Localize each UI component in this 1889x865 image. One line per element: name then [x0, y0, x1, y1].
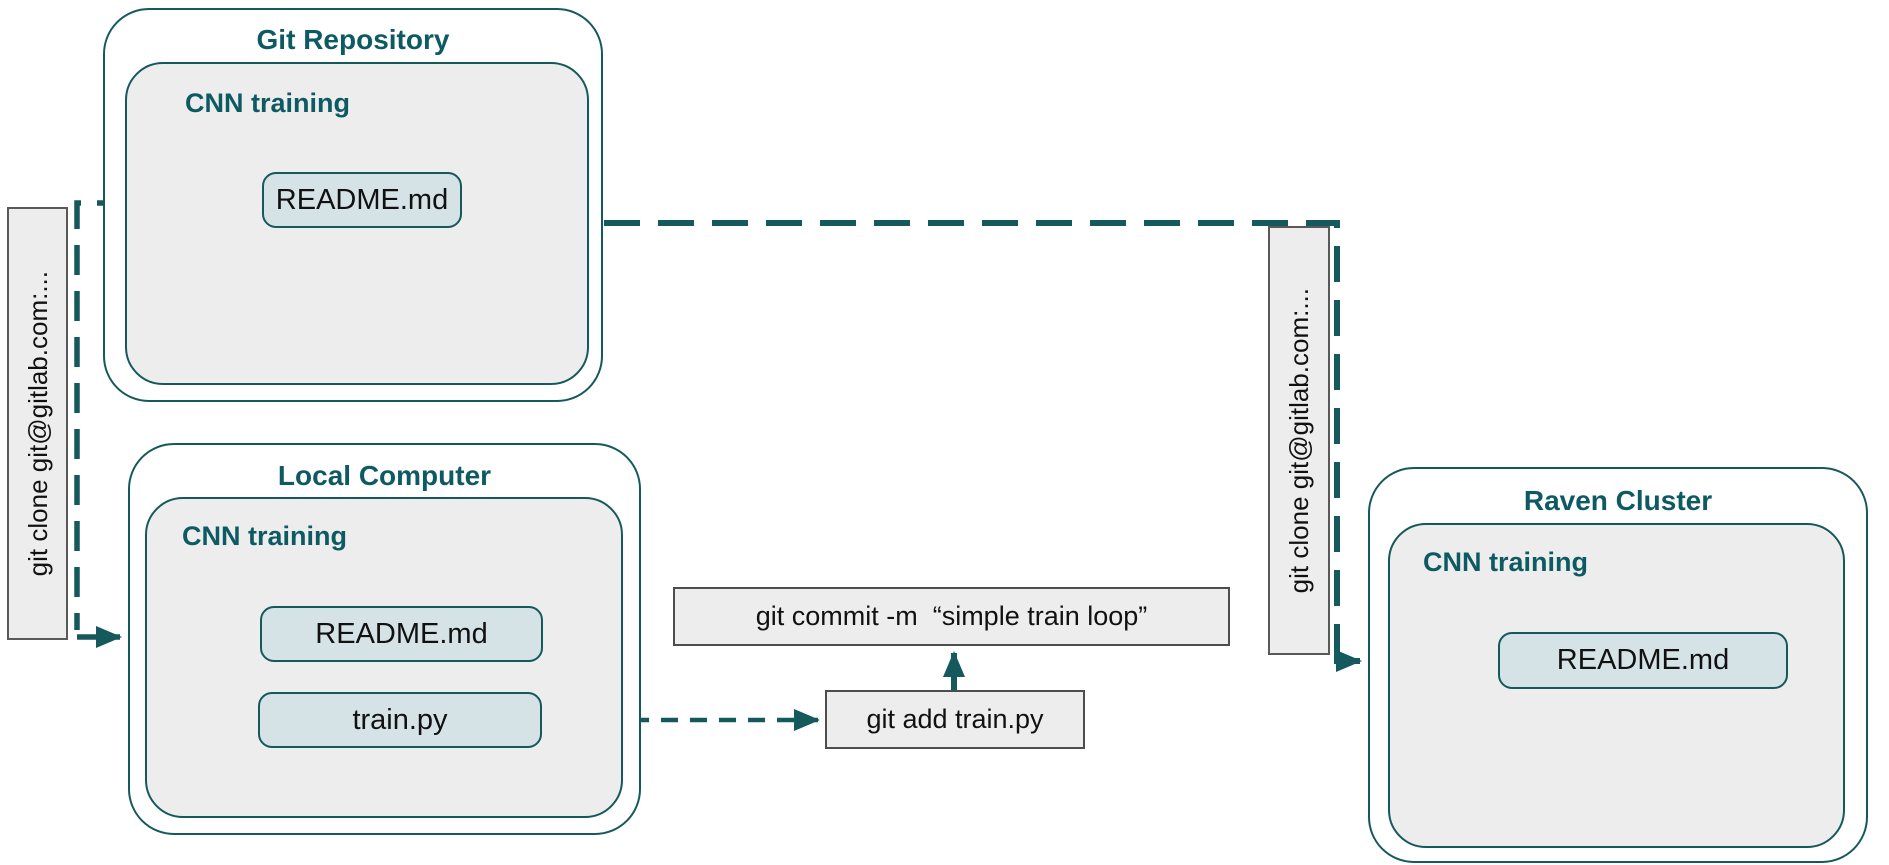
raven-cluster-title: Raven Cluster	[1523, 485, 1713, 516]
clone-label-left-text: git clone git@gitlab.com:...	[22, 270, 53, 577]
local-computer-readme-node: README.md	[260, 606, 543, 662]
git-repository-folder-label: CNN training	[185, 88, 350, 118]
git-repository-title: Git Repository	[256, 24, 450, 55]
git-commit-command-box: git commit -m “simple train loop”	[673, 587, 1230, 646]
clone-label-right: git clone git@gitlab.com:...	[1268, 226, 1330, 655]
git-add-command-box: git add train.py	[825, 690, 1085, 749]
clone-label-left: git clone git@gitlab.com:...	[7, 207, 68, 640]
raven-cluster-folder-label: CNN training	[1423, 547, 1588, 577]
raven-cluster-readme-node: README.md	[1498, 632, 1788, 689]
local-computer-folder-label: CNN training	[182, 521, 347, 551]
git-repository-readme-node: README.md	[262, 172, 462, 228]
local-computer-train-node: train.py	[258, 692, 542, 748]
local-computer-title: Local Computer	[277, 460, 492, 491]
clone-label-right-text: git clone git@gitlab.com:...	[1284, 287, 1314, 594]
